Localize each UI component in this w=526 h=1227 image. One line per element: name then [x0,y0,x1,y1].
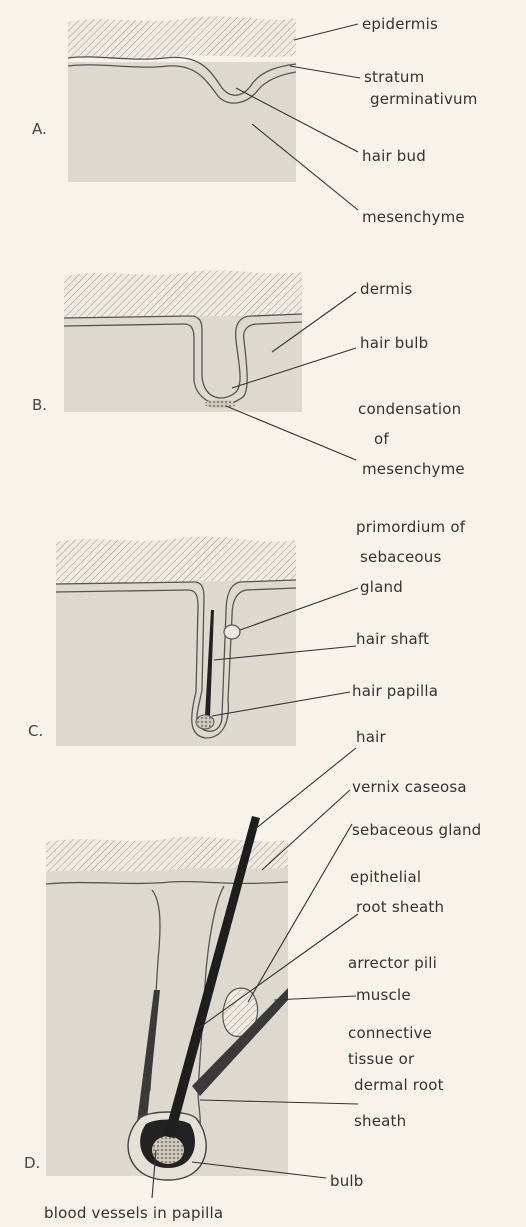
panel-c-papilla [196,715,214,729]
label-hair-papilla: hair papilla [352,682,438,700]
panel-c-letter: C. [28,722,43,740]
label-stratum: stratum [364,68,424,86]
panel-a-epidermis [68,16,296,59]
label-hair: hair [356,728,386,746]
panel-a-dermis [68,62,296,182]
label-blood-vessels: blood vessels in papilla [44,1204,223,1222]
label-root-sheath: root sheath [356,898,444,916]
condensation-leader [226,406,356,460]
label-of: of [374,430,389,448]
label-sheath: sheath [354,1112,406,1130]
label-sebaceous: sebaceous [360,548,442,566]
label-gland: gland [360,578,403,596]
label-sebaceous-gland: sebaceous gland [352,821,481,839]
label-epidermis: epidermis [362,15,438,33]
label-condensation-mesenchyme: mesenchyme [362,460,465,478]
panel-c-sebaceous-primordium [224,625,240,639]
label-arrector-pili: arrector pili [348,954,437,972]
panel-d: D. hair vernix caseosa sebaceous gland e… [24,728,481,1222]
label-bulb: bulb [330,1172,364,1190]
panel-c-epidermis [56,536,296,584]
label-vernix: vernix caseosa [352,778,467,796]
label-mesenchyme: mesenchyme [362,208,465,226]
panel-b-letter: B. [32,396,47,414]
panel-d-papilla [152,1136,184,1164]
label-germinativum: germinativum [370,90,478,108]
label-epithelial: epithelial [350,868,421,886]
panel-c: C. primordium of sebaceous gland hair sh… [28,518,466,746]
label-hair-bud: hair bud [362,147,426,165]
label-tissue-or: tissue or [348,1050,415,1068]
label-connective: connective [348,1024,432,1042]
panel-b-epidermis [64,270,302,318]
label-dermis: dermis [360,280,412,298]
panel-b-dermis [64,312,302,412]
panel-b: B. dermis hair bulb condensation of mese… [32,270,465,478]
panel-a: A. epidermis stratum germinativum hair b… [32,15,478,226]
epidermis-leader [294,24,358,40]
label-hair-shaft: hair shaft [356,630,429,648]
label-condensation: condensation [358,400,461,418]
panel-c-dermis [56,578,296,746]
hair-leader [254,748,356,830]
label-dermal-root: dermal root [354,1076,444,1094]
panel-d-letter: D. [24,1154,40,1172]
label-hair-bulb: hair bulb [360,334,428,352]
label-primordium: primordium of [356,518,466,536]
stratum-leader [290,66,360,78]
panel-a-letter: A. [32,120,47,138]
label-muscle: muscle [356,986,411,1004]
vernix-leader [262,790,350,870]
panel-b-condensation [204,400,236,408]
